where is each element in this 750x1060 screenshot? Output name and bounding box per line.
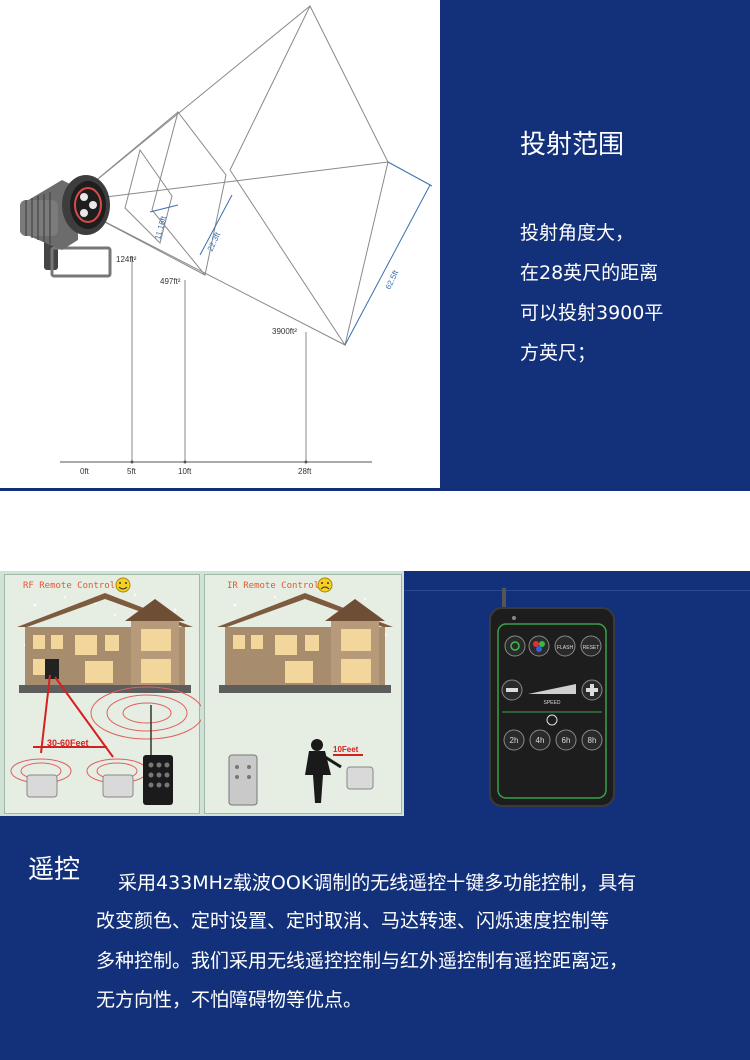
- rf-remote-panel: RF Remote Control 30-60Feet: [4, 574, 201, 814]
- timer-4h-button[interactable]: [529, 729, 551, 751]
- remote-paragraph-line-3: 多种控制。我们采用无线遥控控制与红外遥控制有遥控距离远，: [96, 950, 629, 972]
- projection-desc-line-4: 方英尺；: [520, 342, 597, 364]
- rf-distance-label: 30-60Feet: [47, 738, 89, 748]
- remote-paragraph-line-1: 采用433MHz载波OOK调制的无线遥控十键多功能控制，具有: [118, 872, 637, 894]
- minus-icon: [506, 688, 518, 692]
- area-label-2: 497ft²: [160, 277, 181, 286]
- projector-lamp-icon: [346, 766, 374, 790]
- tick-0ft: 0ft: [80, 467, 90, 476]
- remote-paragraph-line-4: 无方向性，不怕障碍物等优点。: [96, 989, 363, 1011]
- timer-2h-label: 2h: [510, 736, 519, 745]
- ir-panel-title: IR Remote Control: [227, 581, 320, 591]
- tick-5ft: 5ft: [127, 467, 137, 476]
- flash-label: FLASH: [557, 645, 574, 651]
- ir-distance-label: 10Feet: [333, 745, 359, 754]
- rf-remote-icon: [143, 705, 173, 805]
- projection-info-panel: [440, 0, 750, 490]
- ir-remote-icon: [228, 754, 258, 806]
- power-icon: [510, 641, 520, 651]
- projection-desc-line-3: 可以投射3900平: [520, 302, 664, 324]
- timer-8h-button[interactable]: [581, 729, 603, 751]
- antenna-icon: [502, 588, 506, 610]
- section-divider: [0, 488, 750, 491]
- projection-desc-line-2: 在28英尺的距离: [520, 262, 659, 284]
- tick-10ft: 10ft: [178, 467, 192, 476]
- ir-scene-svg: [217, 577, 393, 806]
- projection-diagram: 124ft² 497ft² 3900ft² 0ft 5ft 10ft 28ft …: [0, 0, 440, 488]
- timer-8h-label: 8h: [588, 736, 597, 745]
- speed-label: SPEED: [544, 700, 561, 706]
- timer-4h-label: 4h: [536, 736, 545, 745]
- house-icon: [17, 593, 193, 693]
- remote-title: 遥控: [28, 855, 81, 885]
- timer-6h-label: 6h: [562, 736, 571, 745]
- rf-panel-title: RF Remote Control: [23, 581, 116, 591]
- reset-label: RESET: [583, 645, 600, 651]
- reset-button[interactable]: [580, 635, 602, 657]
- remote-divider-line: [404, 590, 750, 591]
- projector-lamp-icon: [26, 774, 134, 798]
- section-gap: [0, 491, 750, 571]
- tick-28ft: 28ft: [298, 467, 312, 476]
- projection-section: 124ft² 497ft² 3900ft² 0ft 5ft 10ft 28ft …: [0, 0, 750, 490]
- area-label-1: 124ft²: [116, 255, 137, 264]
- projection-title: 投射范围: [520, 130, 625, 160]
- projection-desc-line-1: 投射角度大，: [520, 222, 635, 244]
- plus-icon: [586, 684, 598, 696]
- timer-6h-button[interactable]: [555, 729, 577, 751]
- power-button[interactable]: [504, 635, 526, 657]
- person-icon: [305, 739, 342, 803]
- rf-scene-svg: [10, 577, 201, 805]
- speed-ramp-icon: [528, 684, 576, 694]
- sad-face-icon: [317, 577, 333, 593]
- spotlight-icon: [20, 175, 112, 278]
- timer-2h-button[interactable]: [503, 729, 525, 751]
- flash-button[interactable]: [554, 635, 576, 657]
- happy-face-icon: [115, 577, 131, 593]
- width-label-2: 22.3ft: [206, 230, 223, 253]
- area-label-3: 3900ft²: [272, 327, 297, 336]
- timer-icon: [546, 714, 558, 726]
- house-icon: [217, 593, 393, 693]
- remote-paragraph-line-2: 改变颜色、定时设置、定时取消、马达转速、闪烁速度控制等: [96, 910, 610, 932]
- projection-diagram-svg: 124ft² 497ft² 3900ft² 0ft 5ft 10ft 28ft …: [20, 4, 433, 476]
- color-wheel-icon: [533, 641, 545, 652]
- width-label-3: 62.5ft: [384, 268, 401, 291]
- remote-control-device: FLASH RESET SPEED 2h 4h 6h 8h: [489, 588, 615, 807]
- ir-remote-panel: IR Remote Control 10Feet: [204, 574, 402, 814]
